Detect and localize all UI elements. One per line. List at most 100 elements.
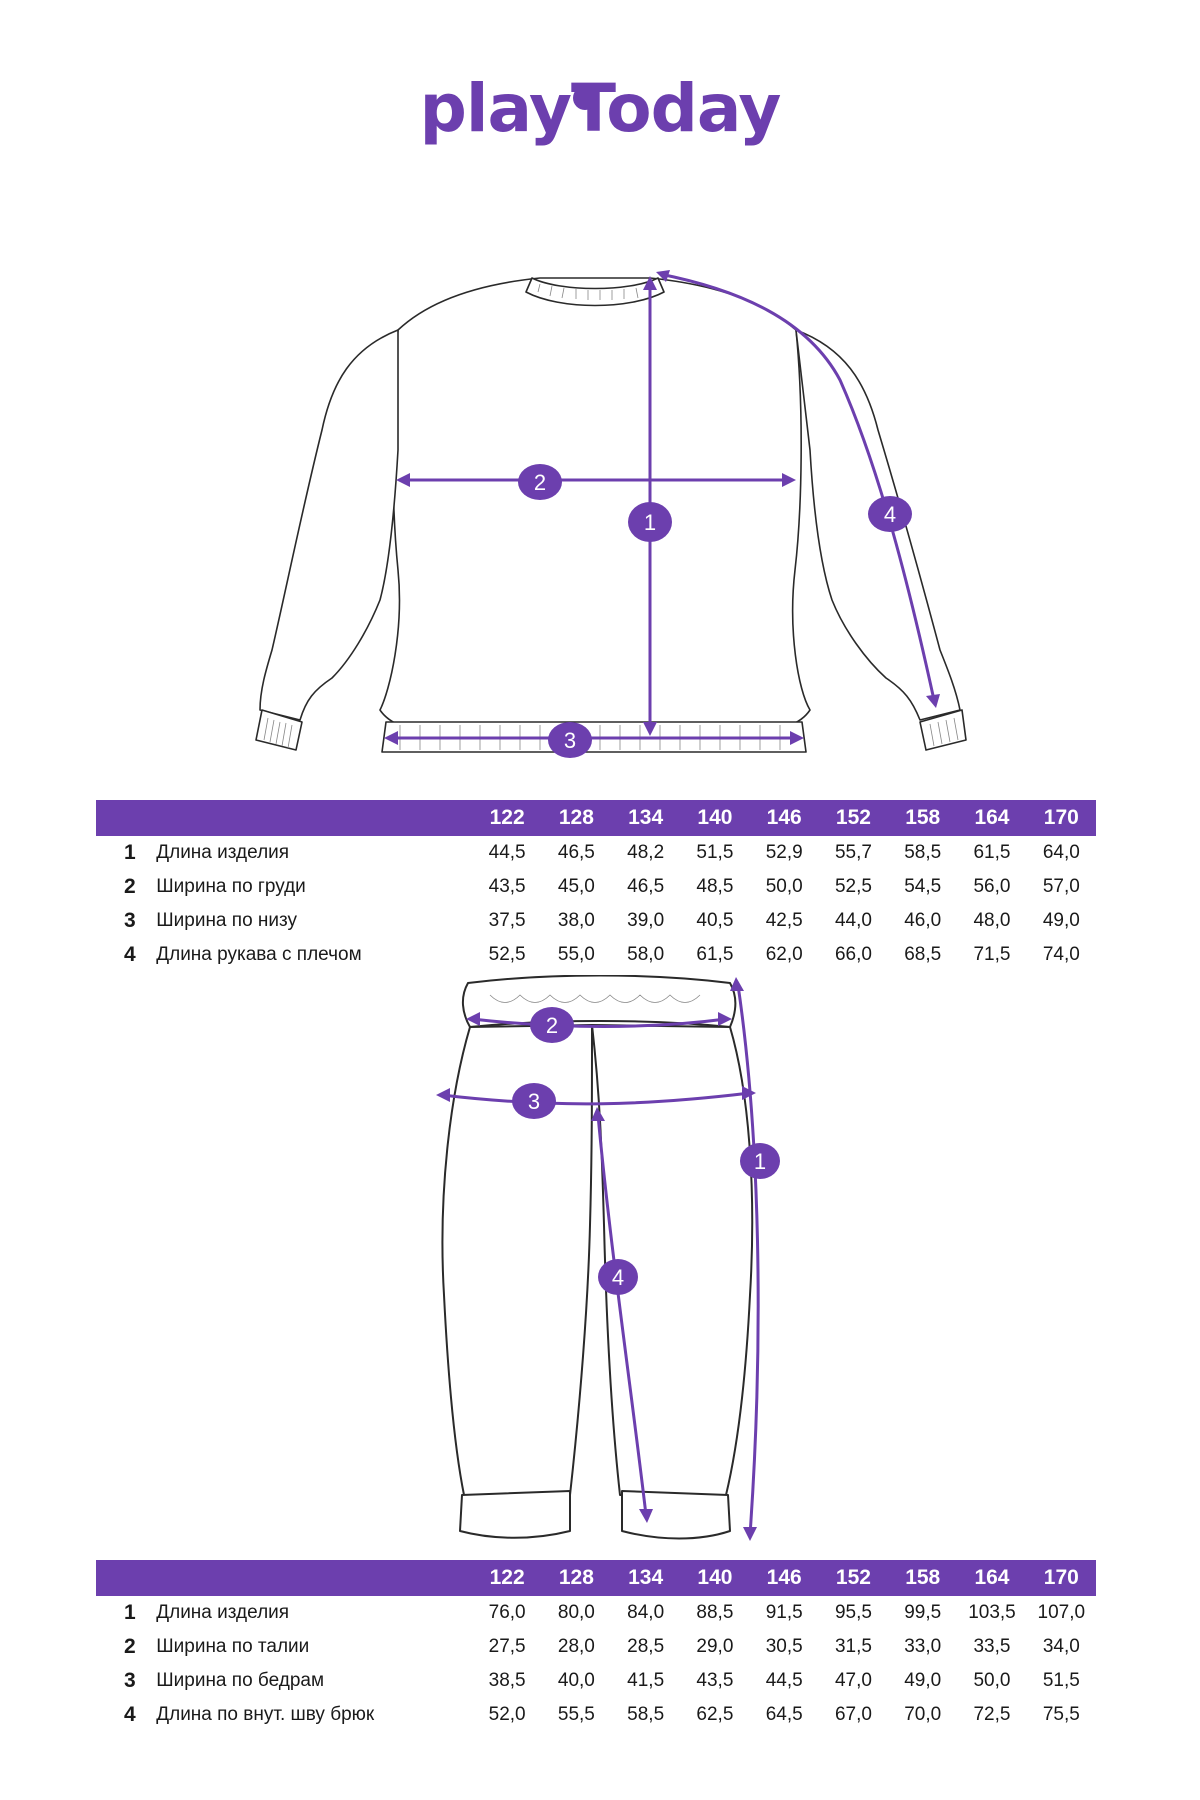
- size-header: 152: [818, 1560, 889, 1596]
- cell-value: 48,0: [973, 910, 1011, 931]
- pants-marker-1-group: 1: [740, 1143, 780, 1179]
- cell-value: 29,0: [696, 1636, 734, 1657]
- row-number: 2: [124, 1635, 136, 1658]
- cell-value: 28,5: [627, 1636, 665, 1657]
- pants-left-cuff: [459, 1490, 571, 1539]
- cell-value: 103,5: [968, 1602, 1016, 1623]
- cell-value: 37,5: [488, 910, 526, 931]
- sweater-marker-3-group: 3: [548, 722, 592, 758]
- cell-value: 74,0: [1042, 944, 1080, 965]
- size-header: 140: [680, 800, 750, 836]
- row-number: 2: [124, 875, 136, 898]
- cell-value: 48,5: [696, 876, 734, 897]
- size-header: 158: [888, 1560, 958, 1596]
- cell-value: 48,2: [627, 842, 665, 863]
- pants-marker-4: 4: [612, 1265, 624, 1290]
- cell-value: 80,0: [557, 1602, 595, 1623]
- pants-marker-3-group: 3: [512, 1083, 556, 1119]
- size-header: 122: [472, 1560, 542, 1596]
- row-number: 3: [124, 1669, 136, 1692]
- table-row: 2 Ширина по талии 27,5 28,0 28,5 29,0 30…: [96, 1630, 1096, 1664]
- cell-value: 33,5: [973, 1636, 1011, 1657]
- pants-size-table: 122 128 134 140 146 152 158 164 170 1 Дл…: [96, 1560, 1096, 1732]
- cell-value: 56,0: [973, 876, 1011, 897]
- cell-value: 31,5: [834, 1636, 872, 1657]
- cell-value: 52,5: [488, 944, 526, 965]
- sweater-marker-1: 1: [644, 510, 656, 535]
- size-header: 158: [888, 800, 958, 836]
- pants-right-cuff: [621, 1490, 731, 1540]
- row-number: 1: [124, 1601, 136, 1624]
- cell-value: 44,5: [765, 1670, 803, 1691]
- brand-logo-dot: [573, 86, 597, 110]
- pants-marker-1: 1: [754, 1149, 766, 1174]
- cell-value: 38,0: [557, 910, 595, 931]
- cell-value: 46,0: [904, 910, 942, 931]
- size-header: 170: [1026, 1560, 1096, 1596]
- cell-value: 75,5: [1042, 1704, 1080, 1725]
- sweater-marker-4-group: 4: [868, 496, 912, 532]
- pants-table-header: 122 128 134 140 146 152 158 164 170: [96, 1560, 1096, 1596]
- row-number: 4: [124, 943, 136, 966]
- cell-value: 61,5: [696, 944, 734, 965]
- size-header: 134: [611, 800, 681, 836]
- cell-value: 55,0: [557, 944, 595, 965]
- pants-measure-hip-line: [441, 1091, 751, 1106]
- cell-value: 40,0: [557, 1670, 595, 1691]
- row-label: Длина изделия: [156, 1602, 290, 1623]
- cell-value: 28,0: [557, 1636, 595, 1657]
- cell-value: 40,5: [696, 910, 734, 931]
- sweater-left-sleeve: [259, 329, 399, 721]
- table-row: 1 Длина изделия 44,5 46,5 48,2 51,5 52,9…: [96, 836, 1096, 870]
- cell-value: 44,0: [834, 910, 872, 931]
- row-label: Длина изделия: [156, 842, 290, 863]
- brand-logo-text: playToday: [419, 70, 782, 147]
- size-header: 164: [957, 800, 1027, 836]
- cell-value: 51,5: [696, 842, 734, 863]
- cell-value: 46,5: [557, 842, 595, 863]
- sweater-measure-sleeve-line: [659, 272, 936, 701]
- cell-value: 58,5: [904, 842, 942, 863]
- cell-value: 50,0: [973, 1670, 1011, 1691]
- sweater-marker-3: 3: [564, 728, 576, 753]
- pants-marker-2: 2: [546, 1013, 558, 1038]
- cell-value: 44,5: [488, 842, 526, 863]
- size-header: 170: [1026, 800, 1096, 836]
- cell-value: 88,5: [696, 1602, 734, 1623]
- cell-value: 57,0: [1042, 876, 1080, 897]
- cell-value: 67,0: [834, 1704, 872, 1725]
- row-number: 4: [124, 1703, 136, 1726]
- table-row: 3 Ширина по низу 37,5 38,0 39,0 40,5 42,…: [96, 904, 1096, 938]
- table-row: 1 Длина изделия 76,0 80,0 84,0 88,5 91,5…: [96, 1596, 1096, 1630]
- sweater-size-table: 122 128 134 140 146 152 158 164 170 1 Дл…: [96, 800, 1096, 972]
- cell-value: 68,5: [904, 944, 942, 965]
- row-number: 3: [124, 909, 136, 932]
- cell-value: 52,5: [834, 876, 872, 897]
- cell-value: 42,5: [765, 910, 803, 931]
- cell-value: 50,0: [765, 876, 803, 897]
- cell-value: 41,5: [627, 1670, 665, 1691]
- cell-value: 30,5: [765, 1636, 803, 1657]
- cell-value: 64,0: [1042, 842, 1080, 863]
- pants-marker-3: 3: [528, 1089, 540, 1114]
- pants-measure-waist-line: [471, 1017, 727, 1028]
- cell-value: 84,0: [627, 1602, 665, 1623]
- cell-value: 64,5: [765, 1704, 803, 1725]
- sweater-neck-rib: [525, 277, 665, 307]
- cell-value: 54,5: [904, 876, 942, 897]
- cell-value: 76,0: [488, 1602, 526, 1623]
- sweater-table-header: 122 128 134 140 146 152 158 164 170: [96, 800, 1096, 836]
- size-header: 128: [541, 1560, 612, 1596]
- cell-value: 71,5: [973, 944, 1011, 965]
- row-label: Длина рукава с плечом: [156, 944, 362, 965]
- row-label: Ширина по бедрам: [156, 1670, 325, 1691]
- cell-value: 45,0: [557, 876, 595, 897]
- cell-value: 33,0: [904, 1636, 942, 1657]
- row-number: 1: [124, 841, 136, 864]
- cell-value: 47,0: [834, 1670, 872, 1691]
- cell-value: 27,5: [488, 1636, 526, 1657]
- sweater-drawing: 1 2 3 4: [255, 270, 967, 758]
- table-row: 3 Ширина по бедрам 38,5 40,0 41,5 43,5 4…: [96, 1664, 1096, 1698]
- size-header: 134: [611, 1560, 681, 1596]
- size-header: 146: [749, 800, 819, 836]
